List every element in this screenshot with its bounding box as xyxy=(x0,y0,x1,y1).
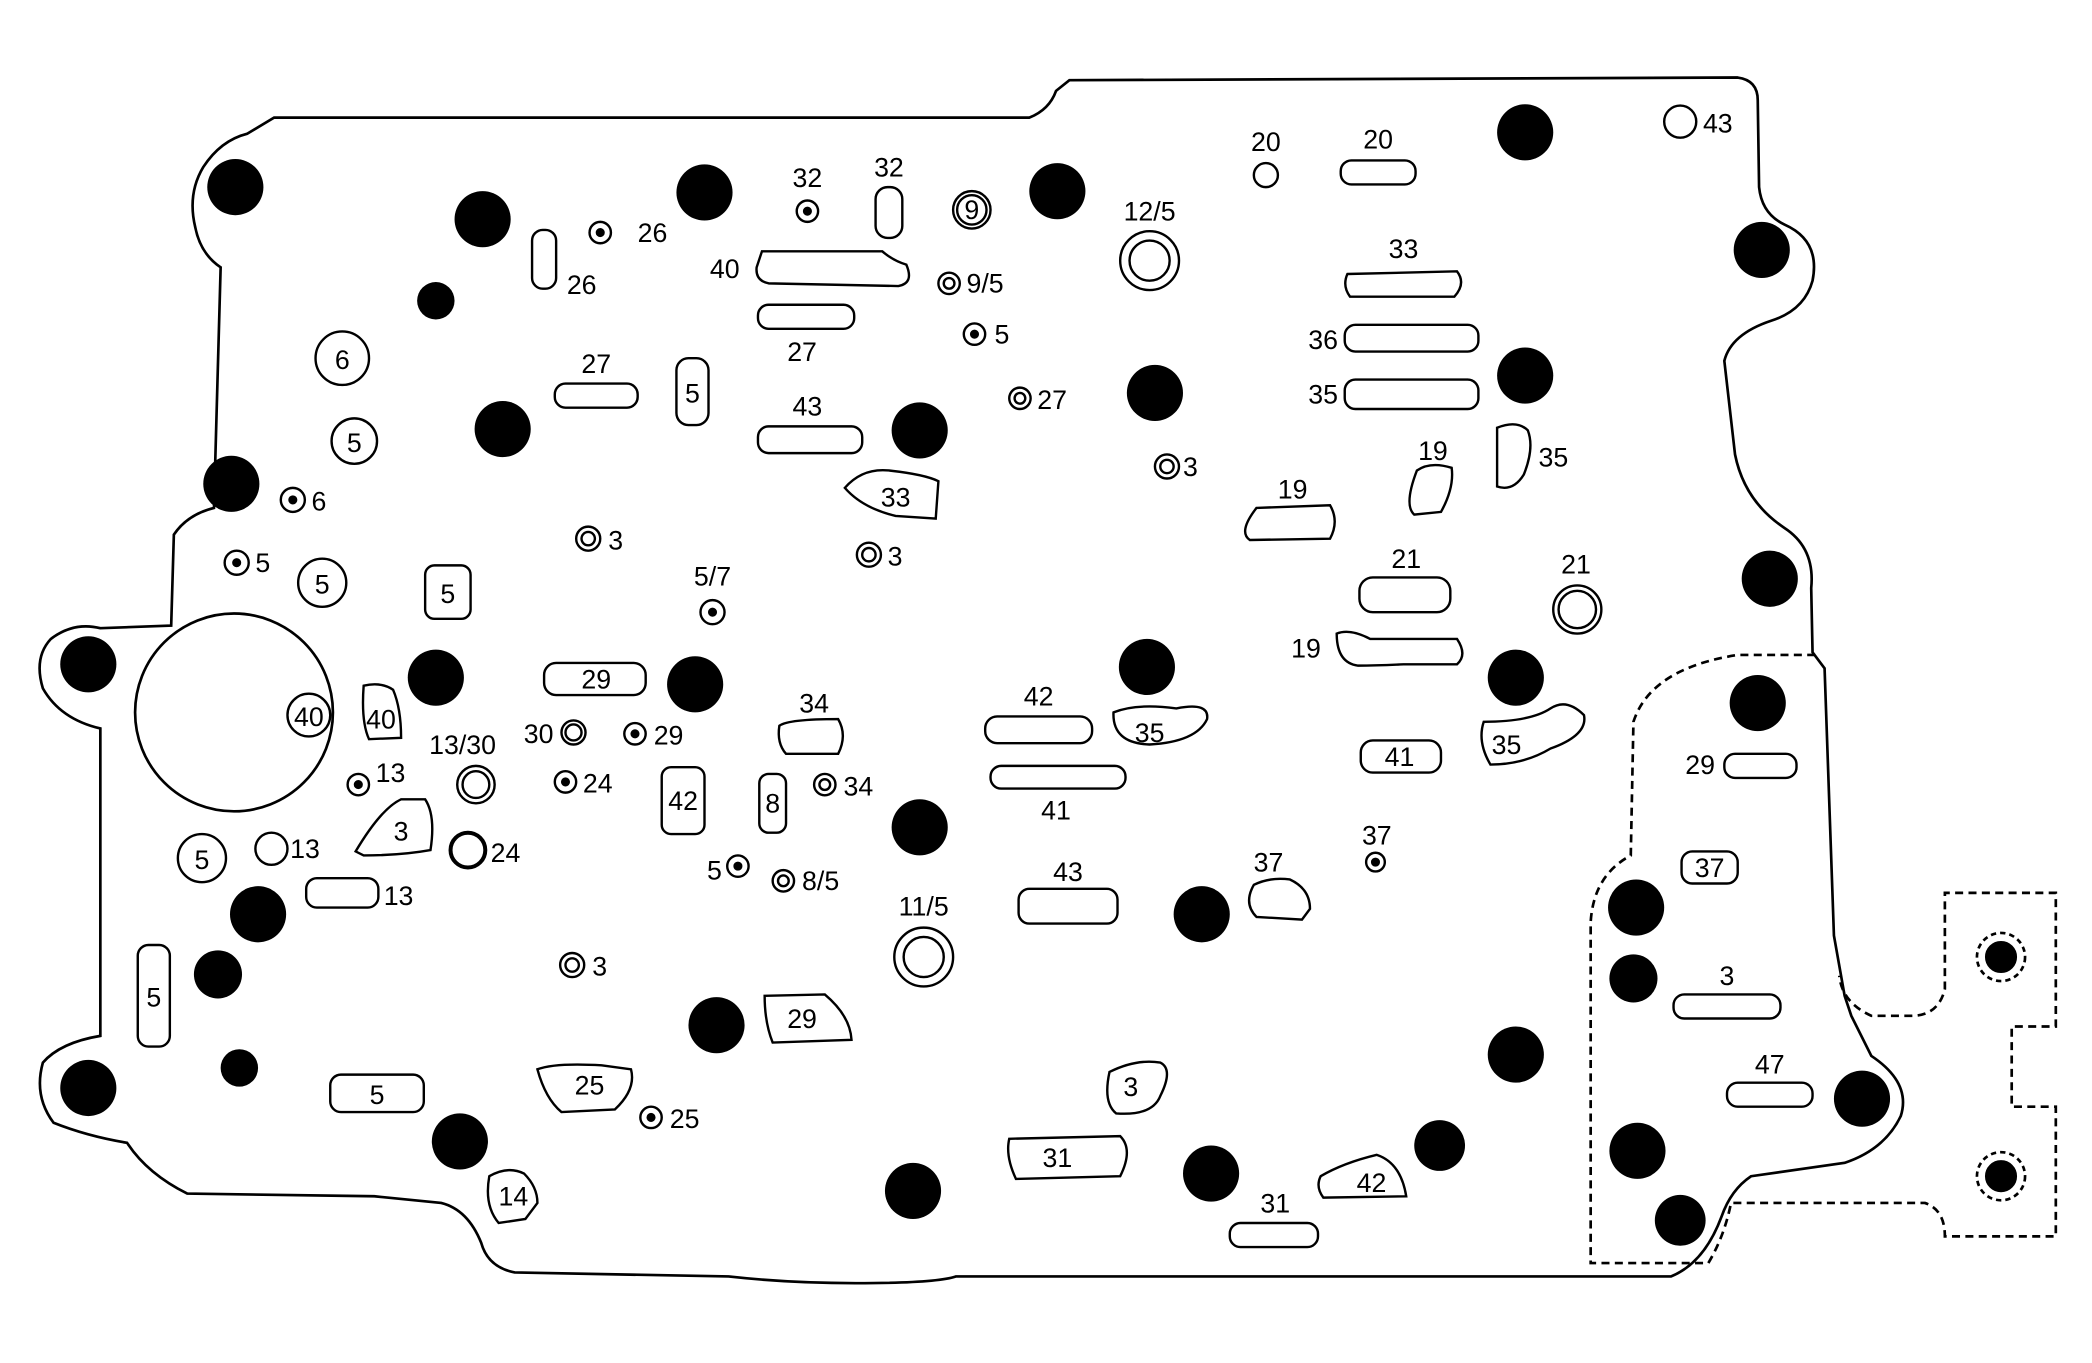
port-label: 5 xyxy=(146,982,161,1012)
port-label: 35 xyxy=(1308,380,1338,410)
large-bore-circle xyxy=(133,612,335,813)
port-label: 37 xyxy=(1362,821,1392,851)
port-label: 41 xyxy=(1385,742,1415,772)
port-label: 8 xyxy=(765,789,780,819)
port-label: 3 xyxy=(1183,452,1198,482)
port-label: 5 xyxy=(347,428,362,458)
port-label: 34 xyxy=(799,688,829,718)
port-label: 13 xyxy=(290,834,320,864)
port-label: 5 xyxy=(440,579,455,609)
port-label: 43 xyxy=(1053,857,1083,887)
port-label: 43 xyxy=(793,392,823,422)
port-label: 5 xyxy=(685,378,700,408)
port-label: 25 xyxy=(670,1104,700,1134)
port-label: 12/5 xyxy=(1124,197,1176,227)
port-label: 5 xyxy=(194,845,209,875)
port-label: 31 xyxy=(1042,1143,1072,1173)
port-label: 33 xyxy=(1389,234,1419,264)
port-label: 27 xyxy=(581,349,611,379)
port-label: 25 xyxy=(575,1071,605,1101)
port-label: 6 xyxy=(312,487,327,517)
port-label: 5/7 xyxy=(694,561,731,591)
port-label: 24 xyxy=(583,769,613,799)
port-label: 36 xyxy=(1308,325,1338,355)
port-label: 11/5 xyxy=(899,892,949,922)
port-label: 19 xyxy=(1278,475,1308,505)
port-label: 29 xyxy=(581,664,611,694)
port-label: 3 xyxy=(592,952,607,982)
port-label: 19 xyxy=(1418,436,1448,466)
port-label: 29 xyxy=(1685,750,1715,780)
port-label: 47 xyxy=(1755,1049,1785,1079)
port-label: 33 xyxy=(881,483,911,513)
port-label: 29 xyxy=(654,720,684,750)
port-label: 35 xyxy=(1539,442,1569,472)
port-label: 26 xyxy=(638,218,668,248)
port-label: 5 xyxy=(255,548,270,578)
port-label: 43 xyxy=(1703,108,1733,138)
port-label: 41 xyxy=(1041,795,1071,825)
port-label: 32 xyxy=(874,152,904,182)
port-label: 3 xyxy=(1720,961,1735,991)
port-label: 3 xyxy=(888,541,903,571)
port-label: 29 xyxy=(787,1004,817,1034)
port-label: 5 xyxy=(707,855,722,885)
port-label: 37 xyxy=(1254,847,1284,877)
right-tab-holes xyxy=(1975,931,2027,1202)
port-label: 13 xyxy=(376,758,406,788)
labels: 26 26 32 32 9 40 9/5 27 5 12/5 20 20 43 … xyxy=(146,108,1784,1218)
port-label: 27 xyxy=(1037,385,1067,415)
port-label: 37 xyxy=(1695,853,1725,883)
plate-outline xyxy=(38,76,1905,1285)
port-label: 8/5 xyxy=(802,866,839,896)
port-label: 26 xyxy=(567,270,597,300)
ring-label-outlines xyxy=(176,189,992,884)
port-label: 20 xyxy=(1251,127,1281,157)
port-label: 5 xyxy=(370,1080,385,1110)
port-label: 3 xyxy=(608,525,623,555)
bolt-holes xyxy=(60,104,1891,1246)
port-label: 40 xyxy=(294,702,324,732)
port-label: 24 xyxy=(491,838,521,868)
port-label: 9 xyxy=(964,195,979,225)
port-label: 42 xyxy=(1357,1168,1387,1198)
port-label: 42 xyxy=(1024,682,1054,712)
passages xyxy=(136,159,1814,1249)
port-label: 5 xyxy=(995,320,1010,350)
port-label: 6 xyxy=(335,345,350,375)
port-label: 5 xyxy=(315,569,330,599)
port-label: 27 xyxy=(787,337,817,367)
port-label: 21 xyxy=(1391,544,1421,574)
ports xyxy=(223,104,1698,1130)
port-label: 40 xyxy=(366,704,396,734)
port-label: 13 xyxy=(384,881,414,911)
port-label: 3 xyxy=(1123,1072,1138,1102)
port-label: 30 xyxy=(524,719,554,749)
port-label: 42 xyxy=(668,786,698,816)
port-label: 32 xyxy=(793,163,823,193)
dashed-region-right xyxy=(1589,653,2058,1265)
port-label: 40 xyxy=(710,254,740,284)
port-label: 31 xyxy=(1260,1188,1290,1218)
port-label: 14 xyxy=(498,1182,528,1212)
port-label: 20 xyxy=(1363,124,1393,154)
port-label: 34 xyxy=(844,771,874,801)
port-label: 3 xyxy=(394,817,409,847)
port-label: 9/5 xyxy=(966,269,1003,299)
port-label: 35 xyxy=(1135,718,1165,748)
port-label: 19 xyxy=(1291,634,1321,664)
port-label: 21 xyxy=(1561,549,1591,579)
port-label: 35 xyxy=(1492,730,1522,760)
port-label: 13/30 xyxy=(429,730,496,760)
